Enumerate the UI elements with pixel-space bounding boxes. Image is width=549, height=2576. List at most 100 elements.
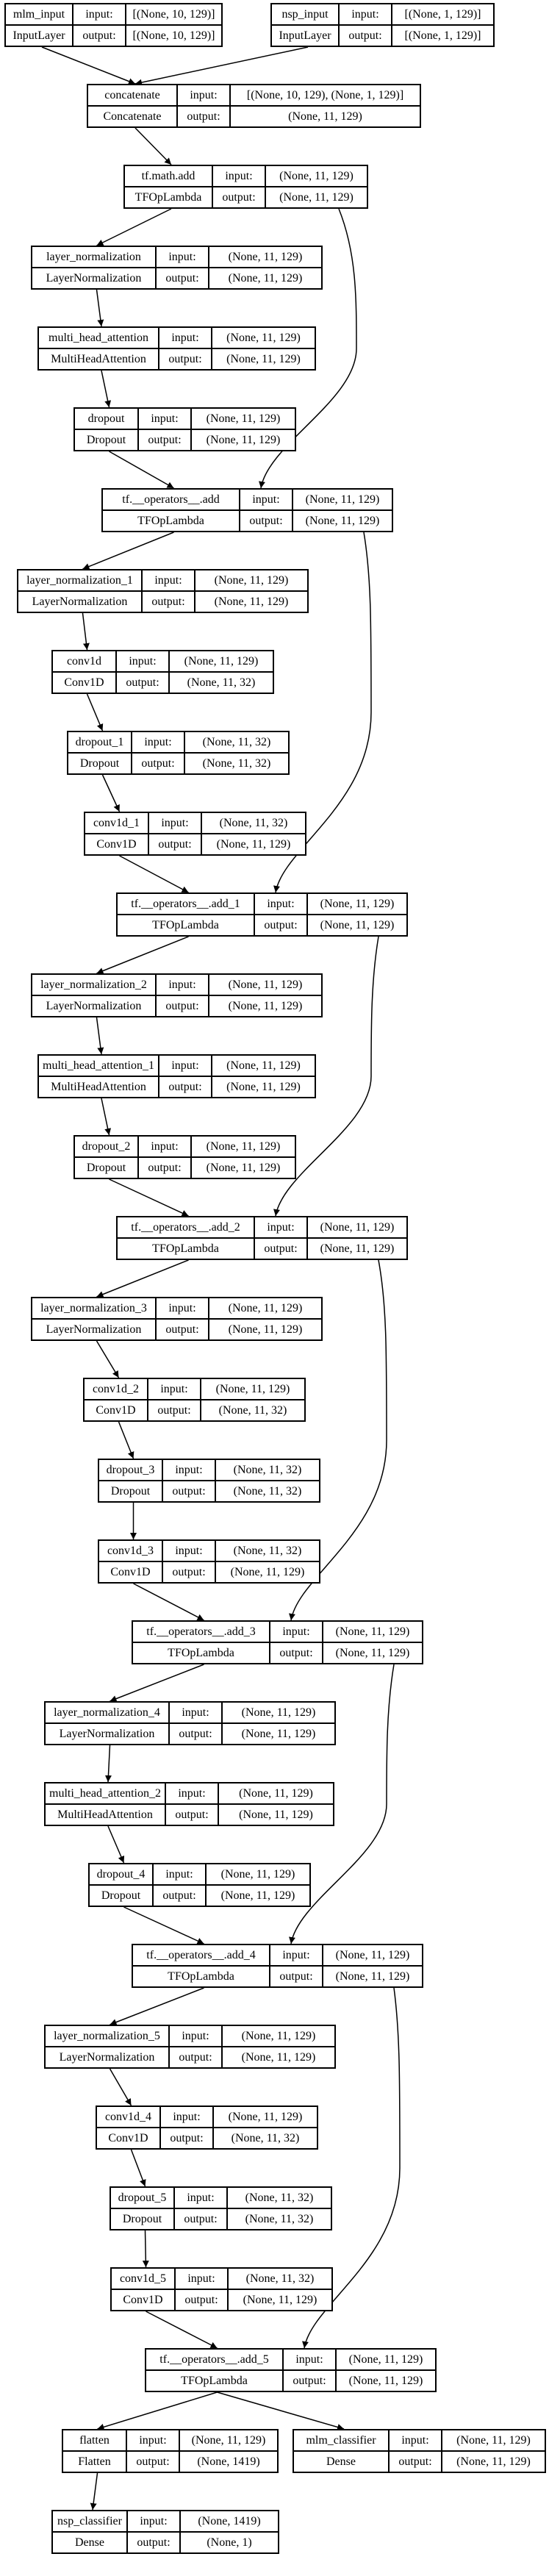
edge-dropout-2-to-add-2 bbox=[109, 1178, 189, 1217]
shape-column: (None, 11, 32)(None, 11, 32) bbox=[228, 2188, 331, 2229]
output-shape: (None, 11, 129) bbox=[288, 110, 362, 123]
layer-type: TFOpLambda bbox=[152, 1242, 219, 1255]
input-shape: (None, 11, 129) bbox=[180, 2430, 277, 2452]
layer-type: TFOpLambda bbox=[168, 1646, 234, 1659]
input-shape: (None, 11, 32) bbox=[216, 1541, 319, 1562]
layer-name: concatenate bbox=[88, 85, 176, 107]
output-shape: (None, 11, 129) bbox=[226, 352, 301, 365]
io-label-column: input:output: bbox=[175, 2188, 228, 2229]
input-shape: (None, 11, 32) bbox=[202, 813, 305, 834]
layer-name: conv1d_2 bbox=[85, 1379, 147, 1400]
shape-column: (None, 11, 32)(None, 11, 32) bbox=[216, 1460, 319, 1501]
input-shape: [(None, 10, 129), (None, 1, 129)] bbox=[231, 85, 420, 107]
layer-type: InputLayer bbox=[279, 29, 331, 42]
layer-name: multi_head_attention bbox=[39, 328, 158, 349]
output-shape: (None, 1) bbox=[207, 2536, 252, 2549]
output-label: output: bbox=[187, 110, 220, 123]
input-shape: (None, 11, 129) bbox=[212, 1056, 315, 1077]
layer-type: Conv1D bbox=[110, 1565, 151, 1578]
shape-column: (None, 11, 129) (None, 1419) bbox=[180, 2430, 277, 2472]
layer-type: Dropout bbox=[101, 1889, 141, 1902]
output-label: output: bbox=[148, 1161, 182, 1174]
output-shape: (None, 11, 32) bbox=[187, 676, 256, 689]
edge-conv1d-4-to-dropout-5 bbox=[130, 2149, 146, 2187]
layer-type: Concatenate bbox=[103, 110, 162, 123]
input-shape: (None, 11, 129) bbox=[170, 651, 273, 673]
input-label: input: bbox=[255, 894, 306, 915]
shape-column: (None, 11, 129)(None, 11, 129) bbox=[308, 894, 406, 935]
edge-add-4-to-layer-normalization-5 bbox=[110, 1987, 204, 2025]
input-shape: (None, 11, 129) bbox=[207, 1864, 309, 1886]
output-shape: (None, 11, 129) bbox=[230, 1565, 305, 1578]
edge-add-to-layer-normalization-1 bbox=[82, 532, 174, 570]
shape-column: (None, 11, 129)(None, 11, 129) bbox=[192, 1137, 295, 1178]
input-shape: (None, 11, 129) bbox=[209, 975, 321, 996]
layer-name: multi_head_attention_2 bbox=[46, 1783, 165, 1805]
output-shape: (None, 11, 129) bbox=[243, 2293, 317, 2306]
io-label-column: input:output: bbox=[149, 813, 202, 854]
output-label: output: bbox=[172, 1565, 206, 1578]
layer-type: Dropout bbox=[110, 1484, 151, 1498]
layer-name: mlm_classifier bbox=[294, 2430, 388, 2452]
input-shape: (None, 11, 32) bbox=[228, 2188, 331, 2209]
io-label-column: input:output: bbox=[284, 2350, 337, 2391]
input-shape: (None, 11, 129) bbox=[219, 1783, 333, 1805]
edge-dropout-to-add bbox=[109, 451, 174, 489]
edge-tf-math-add-to-layer-normalization bbox=[96, 208, 172, 246]
input-label: input: bbox=[178, 85, 229, 107]
layer-name: conv1d_5 bbox=[112, 2269, 174, 2290]
edge-nsp-input-to-concatenate bbox=[134, 46, 309, 86]
edge-add-5-to-mlm-classifier bbox=[217, 2391, 345, 2430]
input-shape: (None, 11, 129) bbox=[214, 2107, 317, 2128]
input-shape: (None, 11, 129) bbox=[212, 328, 315, 349]
layer-name: layer_normalization bbox=[32, 247, 155, 268]
input-label: input: bbox=[159, 328, 211, 349]
input-label: input: bbox=[157, 247, 208, 268]
shape-column: (None, 11, 129)(None, 11, 129) bbox=[266, 166, 367, 207]
output-label: output: bbox=[264, 918, 298, 931]
shape-column: (None, 11, 129) (None, 11, 32) bbox=[214, 2107, 317, 2148]
output-label: output: bbox=[165, 999, 199, 1012]
io-label-column: input:output: bbox=[213, 166, 266, 207]
layer-name: tf.math.add bbox=[125, 166, 212, 187]
io-label-column: input: output: bbox=[178, 85, 231, 126]
input-label: input: bbox=[161, 2107, 212, 2128]
layer-name: tf.__operators__.add_1 bbox=[118, 894, 254, 915]
input-label: input: bbox=[170, 1703, 221, 1724]
layer-type: MultiHeadAttention bbox=[51, 352, 146, 365]
output-shape: (None, 11, 129) bbox=[320, 1242, 395, 1255]
output-shape: (None, 11, 32) bbox=[231, 2131, 300, 2144]
input-label: input: bbox=[139, 409, 190, 430]
output-shape: [(None, 10, 129)] bbox=[132, 29, 215, 42]
input-label: input: bbox=[176, 2269, 227, 2290]
output-shape: (None, 1419) bbox=[197, 2455, 260, 2468]
layer-type: LayerNormalization bbox=[59, 1727, 155, 1740]
output-label: output: bbox=[165, 271, 199, 285]
layer-type: Dropout bbox=[122, 2212, 162, 2225]
io-label-column: input:output: bbox=[159, 1056, 212, 1097]
edge-add-3-to-layer-normalization-4 bbox=[110, 1664, 204, 1702]
layer-name: nsp_input bbox=[272, 4, 338, 26]
layer-name: layer_normalization_4 bbox=[46, 1703, 168, 1724]
input-shape: (None, 11, 129) bbox=[201, 1379, 304, 1400]
